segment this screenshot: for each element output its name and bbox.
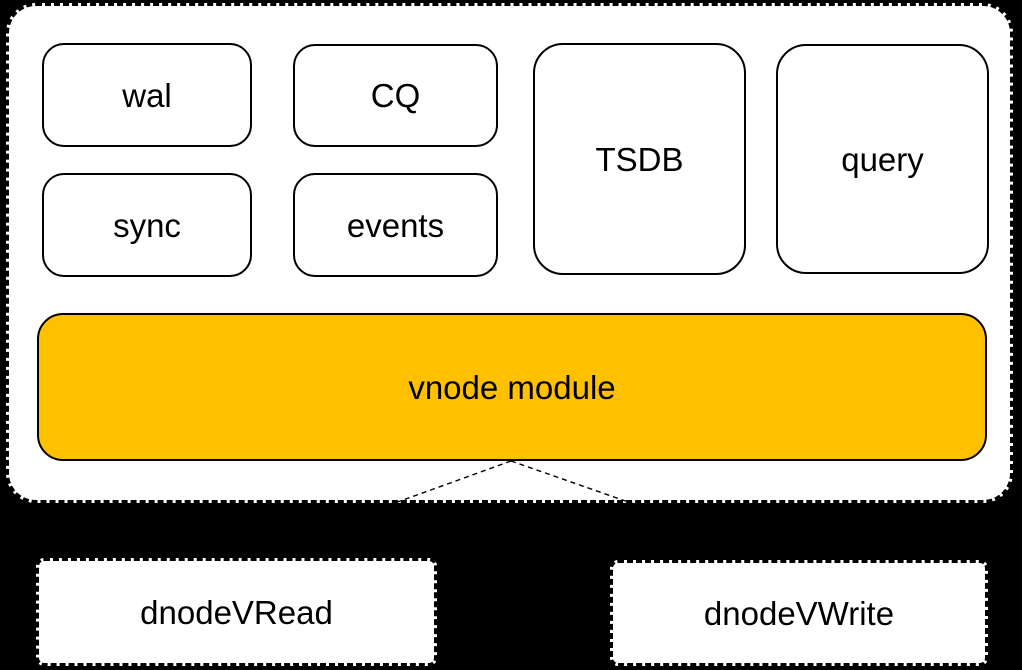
module-box-wal: wal — [42, 43, 252, 147]
dnode-vread-box: dnodeVRead — [36, 558, 437, 666]
module-label-tsdb: TSDB — [595, 140, 684, 178]
module-label-query: query — [841, 140, 924, 178]
dnode-vwrite-label: dnodeVWrite — [703, 594, 895, 632]
vnode-module-label: vnode module — [408, 368, 616, 406]
module-label-wal: wal — [122, 76, 172, 114]
module-box-query: query — [776, 44, 989, 274]
dnode-vwrite-box: dnodeVWrite — [610, 560, 988, 666]
module-box-tsdb: TSDB — [533, 43, 746, 275]
vnode-module-box: vnode module — [37, 313, 987, 461]
vnode-container-panel: wal CQ sync events TSDB query vnode modu… — [6, 3, 1013, 503]
dnode-vread-label: dnodeVRead — [140, 593, 333, 631]
module-box-cq: CQ — [293, 44, 498, 147]
module-box-events: events — [293, 173, 498, 277]
module-label-sync: sync — [113, 206, 181, 244]
module-label-events: events — [346, 206, 445, 244]
module-box-sync: sync — [42, 173, 252, 277]
module-label-cq: CQ — [370, 77, 421, 114]
